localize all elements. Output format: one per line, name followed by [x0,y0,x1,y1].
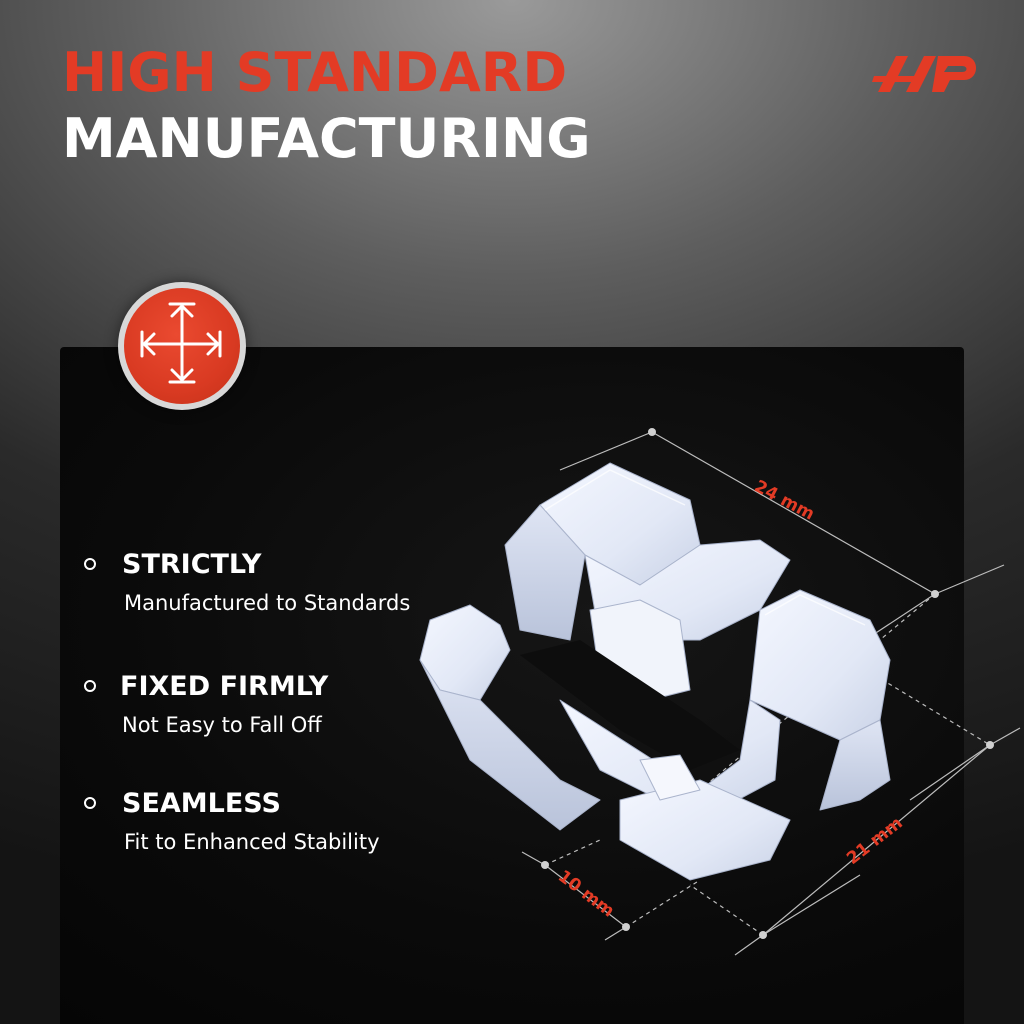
feature-description: Fit to Enhanced Stability [124,830,380,854]
dimension-length-label: 24 mm [751,476,818,524]
page-heading: HIGH STANDARD MANUFACTURING [62,40,591,172]
feature-title: STRICTLY [122,549,262,580]
four-way-arrows-icon [140,302,222,384]
feature-title: FIXED FIRMLY [120,671,329,702]
heading-line-2: MANUFACTURING [62,107,591,170]
bullet-icon [84,680,96,692]
feature-description: Not Easy to Fall Off [122,713,322,737]
dimension-width-label: 21 mm [843,813,907,869]
feature-description: Manufactured to Standards [124,591,411,615]
heading-line-1: HIGH STANDARD [62,41,568,104]
bullet-icon [84,797,96,809]
badge [118,282,246,410]
bullet-icon [84,558,96,570]
product-illustration: 24 mm 21 mm 10 mm [419,428,1021,956]
feature-title: SEAMLESS [122,788,281,819]
dimension-height-label: 10 mm [554,866,618,921]
a-premium-logo-icon [872,56,976,92]
